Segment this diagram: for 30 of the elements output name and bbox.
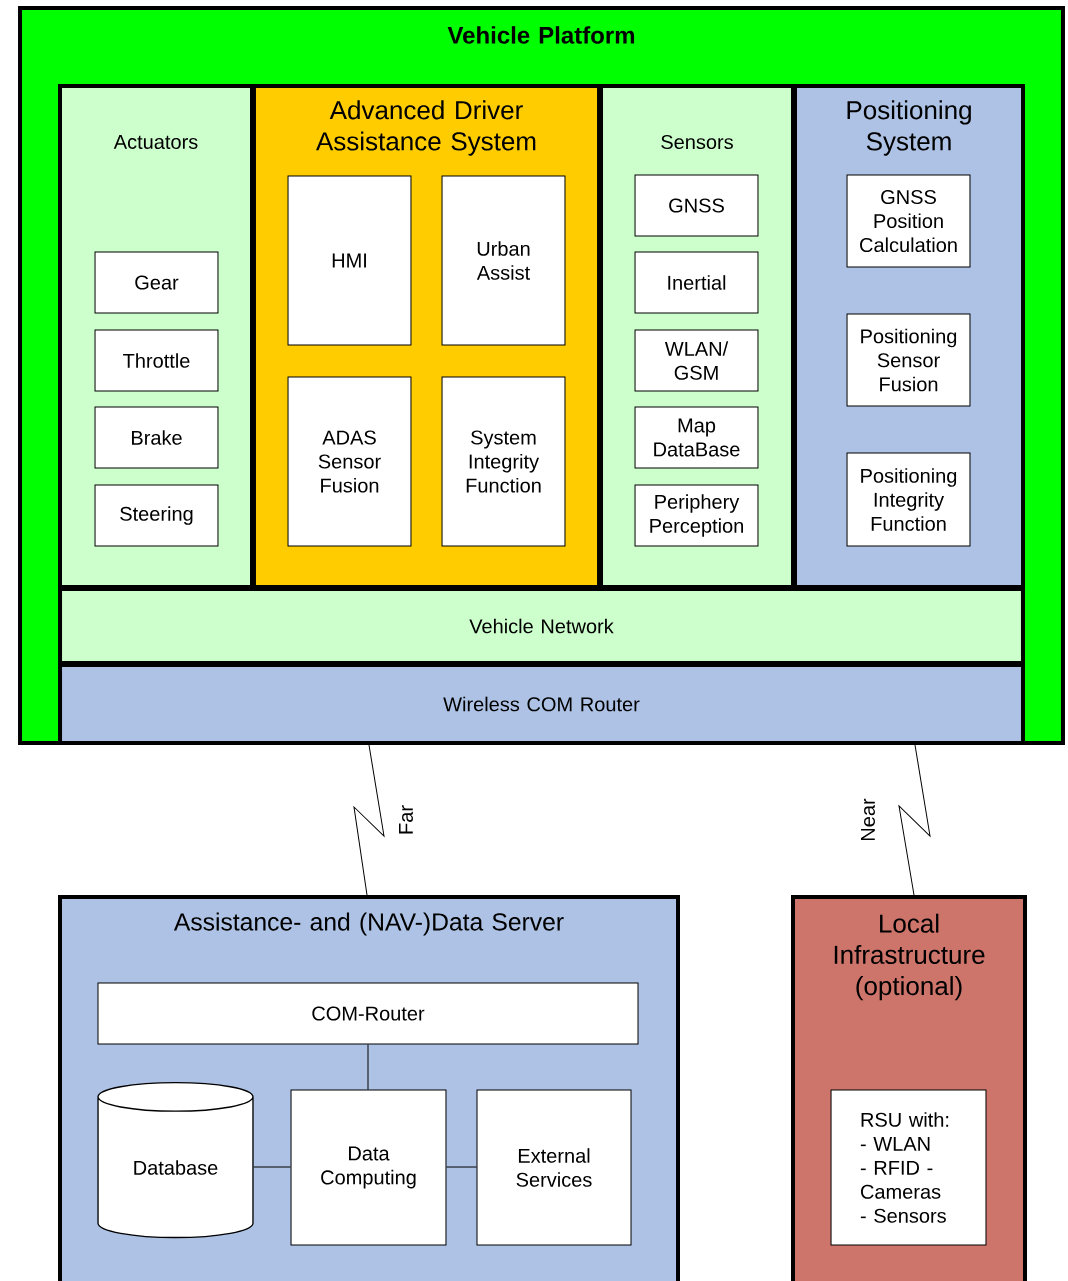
component-box: Periphery Perception — [634, 484, 759, 547]
router-bar: Wireless COM Router — [58, 663, 1025, 745]
component-box: Positioning Sensor Fusion — [846, 313, 971, 407]
component-box: RSU with: - WLAN - RFID - Cameras - Sensors — [830, 1089, 987, 1246]
component-box: Gear — [94, 251, 219, 314]
component-box: ADAS Sensor Fusion — [287, 376, 412, 547]
component-box: System Integrity Function — [441, 376, 566, 547]
edge-label: Far — [397, 803, 415, 837]
connector-line — [367, 1044, 369, 1091]
wireless-link — [898, 744, 931, 896]
connector-line — [253, 1166, 292, 1168]
component-box: Throttle — [94, 329, 219, 392]
component-box: Map DataBase — [634, 406, 759, 469]
component-box: Steering — [94, 484, 219, 547]
edge-label: Near — [859, 797, 877, 843]
component-box: GNSS Position Calculation — [846, 174, 971, 268]
wireless-link — [353, 744, 385, 896]
component-box: WLAN/ GSM — [634, 329, 759, 392]
component-box: Positioning Integrity Function — [846, 452, 971, 547]
database-cylinder: Database — [97, 1081, 254, 1239]
component-box: Data Computing — [290, 1089, 447, 1246]
component-box: Inertial — [634, 251, 759, 314]
component-box: HMI — [287, 175, 412, 346]
component-box: GNSS — [634, 174, 759, 237]
component-box: Brake — [94, 406, 219, 469]
connector-line — [445, 1166, 477, 1168]
component-box: External Services — [476, 1089, 632, 1246]
network-bar: Vehicle Network — [58, 587, 1025, 665]
component-box: COM-Router — [97, 982, 639, 1045]
component-box: Urban Assist — [441, 175, 566, 346]
